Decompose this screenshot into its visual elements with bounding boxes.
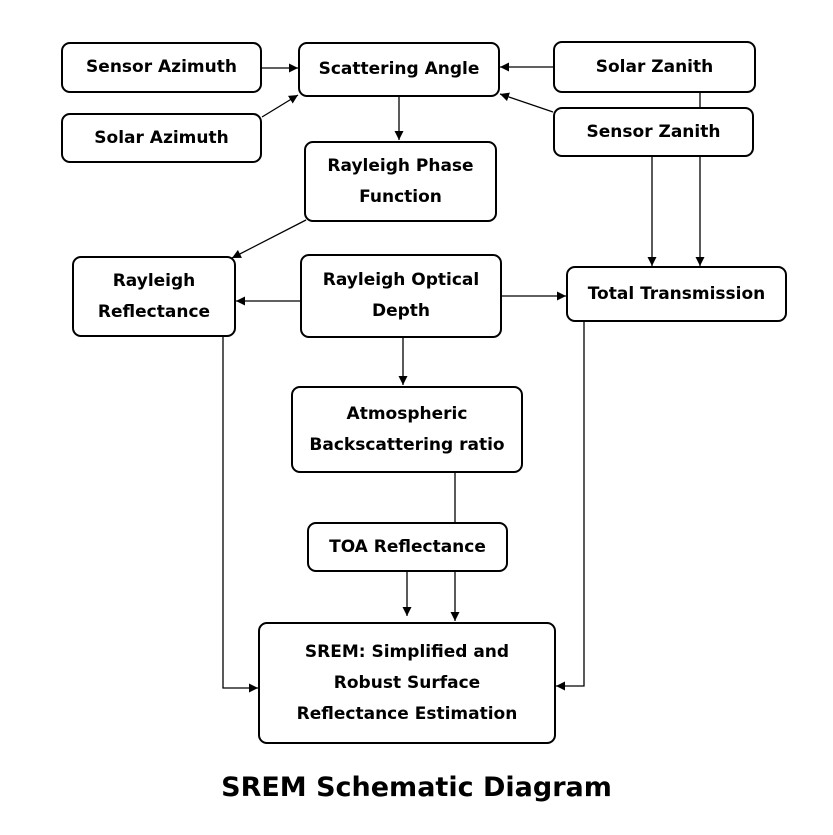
atmospheric-backscattering-ratio-node: Atmospheric Backscattering ratio <box>291 386 523 473</box>
sensor-azimuth-node: Sensor Azimuth <box>61 42 262 93</box>
sensor-zanith-node: Sensor Zanith <box>553 107 754 157</box>
rayleigh-optical-depth-node: Rayleigh Optical Depth <box>300 254 502 338</box>
arrow-solar-azimuth-to-scattering-angle <box>261 94 299 118</box>
diagram-caption: SREM Schematic Diagram <box>221 772 612 803</box>
rayleigh-phase-function-node: Rayleigh Phase Function <box>304 141 497 222</box>
arrow-phase-function-to-rayleigh-reflectance <box>231 219 307 259</box>
arrow-total-transmission-to-srem <box>556 322 585 691</box>
total-transmission-node: Total Transmission <box>566 266 787 322</box>
solar-azimuth-node: Solar Azimuth <box>61 113 262 163</box>
rayleigh-reflectance-node: Rayleigh Reflectance <box>72 256 236 337</box>
scattering-angle-node: Scattering Angle <box>298 42 500 97</box>
arrow-rayleigh-reflectance-to-srem <box>222 337 258 693</box>
solar-zanith-node: Solar Zanith <box>553 41 756 93</box>
arrow-sensor-zanith-to-scattering-angle <box>499 92 554 113</box>
toa-reflectance-node: TOA Reflectance <box>307 522 508 572</box>
srem-node: SREM: Simplified and Robust Surface Refl… <box>258 622 556 744</box>
